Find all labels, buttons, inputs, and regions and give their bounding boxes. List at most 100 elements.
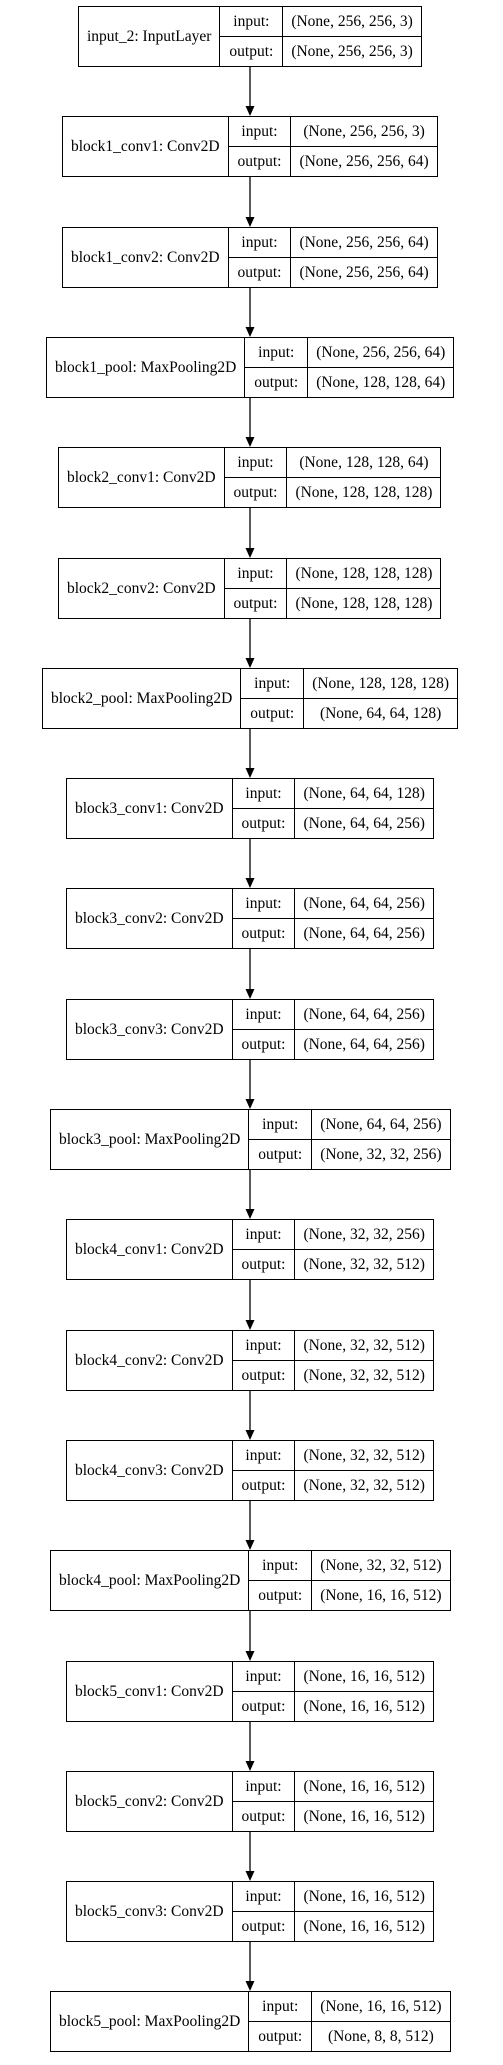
output-label: output: [241, 924, 286, 942]
input-label: input: [224, 448, 287, 478]
io-values: (None, 128, 128, 64)(None, 128, 128, 128… [287, 448, 441, 507]
arrowhead [245, 548, 255, 558]
output-shape: (None, 16, 16, 512) [303, 1807, 425, 1825]
output-shape: (None, 8, 8, 512) [327, 2027, 434, 2045]
input-label: input: [249, 1551, 312, 1581]
layer-name: block4_conv2: Conv2D [67, 1331, 233, 1390]
arrowhead [245, 217, 255, 227]
io-labels: input: output: [232, 1331, 296, 1390]
arrowhead [245, 106, 255, 116]
output-shape: (None, 256, 256, 3) [291, 42, 413, 60]
arrowhead [245, 1761, 255, 1771]
arrowhead [245, 1320, 255, 1330]
output-shape: (None, 64, 64, 256) [303, 814, 425, 832]
input-shape: (None, 64, 64, 256) [295, 889, 433, 919]
output-shape: (None, 32, 32, 512) [303, 1255, 425, 1273]
io-values: (None, 16, 16, 512) (None, 16, 16, 512) [295, 1662, 433, 1721]
io-values: (None, 64, 64, 256) (None, 64, 64, 256) [295, 1000, 433, 1059]
output-shape: (None, 32, 32, 256) [320, 1145, 442, 1163]
input-shape: (None, 64, 64, 256) [295, 1000, 433, 1030]
output-label: output: [241, 1366, 286, 1384]
input-label: input: [224, 559, 287, 589]
layer-name: block5_conv1: Conv2D [67, 1662, 233, 1721]
layer-name: block1_pool: MaxPooling2D [47, 338, 246, 397]
input-shape: (None, 32, 32, 512) [312, 1551, 450, 1581]
io-labels: input:output: [249, 1110, 313, 1169]
output-label: output: [237, 152, 282, 170]
layer-name: block5_conv2: Conv2D [67, 1772, 233, 1831]
output-shape: (None, 128, 128, 128) [295, 483, 433, 501]
input-shape: (None, 16, 16, 512) [295, 1662, 433, 1692]
io-labels: input:output: [232, 1220, 296, 1279]
output-label: output: [241, 1917, 286, 1935]
input-label: input: [232, 1331, 295, 1361]
arrowhead [245, 1099, 255, 1109]
io-labels: input:output: [220, 7, 284, 66]
io-values: (None, 16, 16, 512)(None, 16, 16, 512) [295, 1882, 433, 1941]
io-labels: input:output: [232, 1441, 296, 1500]
output-label: output: [241, 1035, 286, 1053]
output-shape: (None, 64, 64, 128) [319, 704, 442, 722]
io-labels: input:output: [232, 1662, 296, 1721]
io-labels: input:output: [232, 1882, 296, 1941]
input-label: input: [232, 1220, 295, 1250]
io-values: (None, 32, 32, 512)(None, 32, 32, 512) [295, 1331, 433, 1390]
output-label: output: [258, 1586, 303, 1604]
input-shape: (None, 64, 64, 256) [312, 1110, 450, 1140]
layer-name: block5_pool: MaxPooling2D [51, 1992, 250, 2051]
arrowhead [245, 327, 255, 337]
arrowhead [245, 1651, 255, 1661]
layer-name: block3_conv1: Conv2D [67, 779, 233, 838]
layer-name: block2_conv2: Conv2D [59, 559, 225, 618]
input-shape: (None, 64, 64, 128) [295, 779, 433, 809]
input-label: input: [232, 1000, 295, 1030]
io-labels: input:output: [232, 779, 296, 838]
io-values: (None, 16, 16, 512) (None, 16, 16, 512) [295, 1772, 433, 1831]
input-label: input: [232, 889, 295, 919]
layer-name: input_2: InputLayer [79, 7, 221, 66]
input-shape: (None, 16, 16, 512) [295, 1772, 433, 1802]
layer-name: block5_conv3: Conv2D [67, 1882, 233, 1941]
input-shape: (None, 256, 256, 3) [283, 7, 421, 37]
layer-name: block1_conv2: Conv2D [63, 228, 229, 287]
output-shape: (None, 64, 64, 256) [303, 1035, 425, 1053]
layer-name: block3_pool: MaxPooling2D [51, 1110, 250, 1169]
io-labels: input:output: [241, 669, 305, 728]
output-shape: (None, 16, 16, 512) [303, 1697, 425, 1715]
io-labels: input:output: [224, 448, 288, 507]
io-values: (None, 256, 256, 64)(None, 256, 256, 64) [291, 228, 437, 287]
input-label: input: [245, 338, 308, 368]
output-shape: (None, 128, 128, 64) [316, 373, 446, 391]
output-label: output: [241, 814, 286, 832]
input-label: input: [241, 669, 304, 699]
io-values: (None, 32, 32, 512)(None, 16, 16, 512) [312, 1551, 450, 1610]
input-shape: (None, 16, 16, 512) [312, 1992, 450, 2022]
output-label: output: [258, 2027, 303, 2045]
arrowhead [245, 1871, 255, 1881]
input-shape: (None, 32, 32, 512) [295, 1331, 433, 1361]
arrowhead [245, 989, 255, 999]
io-labels: input:output: [228, 117, 292, 176]
output-label: output: [233, 594, 278, 612]
io-values: (None, 64, 64, 256)(None, 64, 64, 256) [295, 889, 433, 948]
io-labels: input: output: [224, 559, 288, 618]
io-values: (None, 256, 256, 3) (None, 256, 256, 3) [283, 7, 421, 66]
input-shape: (None, 256, 256, 3) [291, 117, 437, 147]
output-shape: (None, 256, 256, 64) [299, 152, 429, 170]
io-values: (None, 16, 16, 512) (None, 8, 8, 512) [312, 1992, 450, 2051]
io-values: (None, 256, 256, 3) (None, 256, 256, 64) [291, 117, 437, 176]
output-label: output: [258, 1145, 303, 1163]
